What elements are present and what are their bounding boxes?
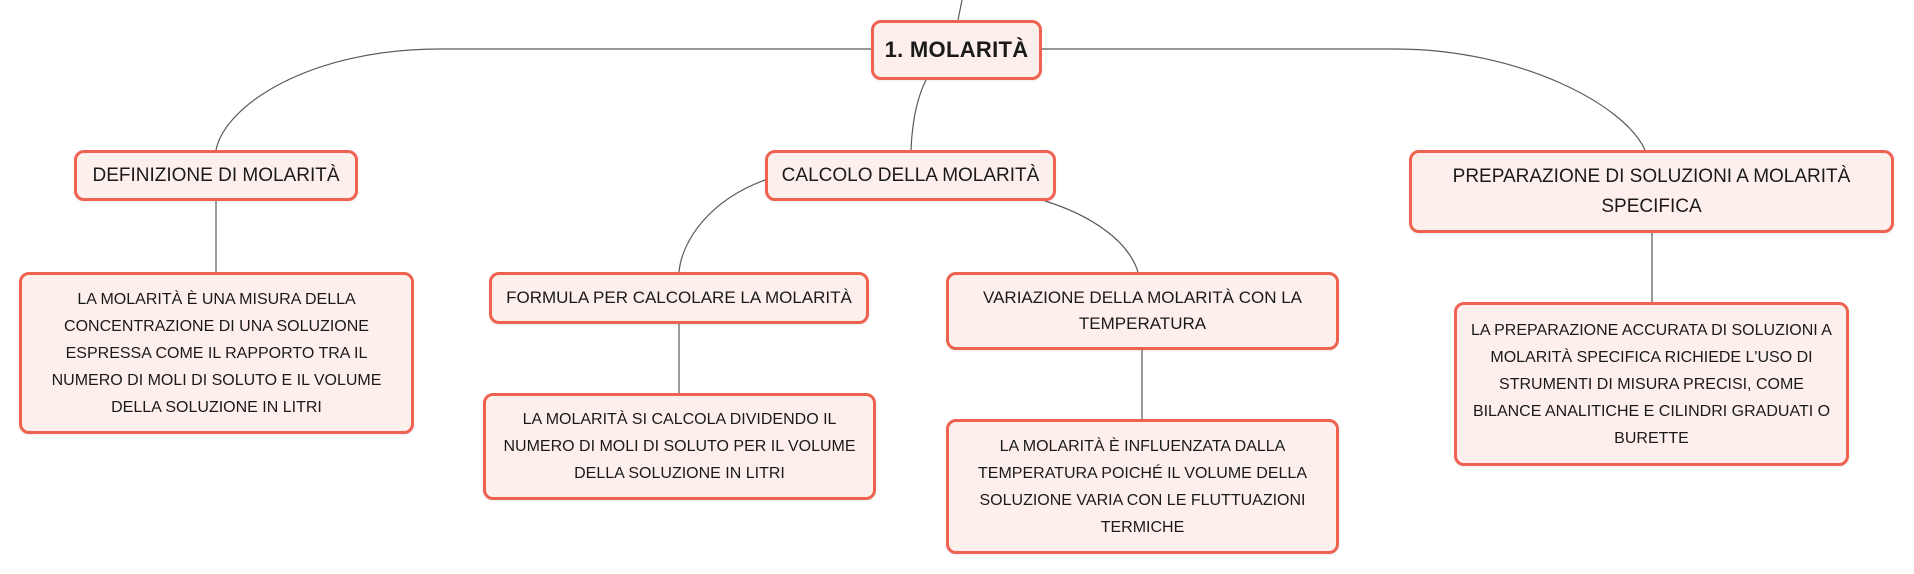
topic-calcolo-label: CALCOLO DELLA MOLARITÀ bbox=[781, 164, 1040, 186]
topic-calcolo[interactable]: CALCOLO DELLA MOLARITÀ bbox=[765, 150, 1056, 201]
topic-preparazione-label: PREPARAZIONE DI SOLUZIONI A MOLARITÀ SPE… bbox=[1452, 165, 1851, 217]
detail-preparazione[interactable]: LA PREPARAZIONE ACCURATA DI SOLUZIONI A … bbox=[1454, 302, 1849, 466]
connector-root-to-calcolo bbox=[910, 79, 927, 151]
connector-root-to-definizione bbox=[215, 48, 871, 151]
connector-calcolo-to-formula bbox=[678, 179, 766, 273]
subtopic-formula[interactable]: FORMULA PER CALCOLARE LA MOLARITÀ bbox=[489, 272, 869, 324]
topic-definizione-label: DEFINIZIONE DI MOLARITÀ bbox=[92, 164, 340, 186]
subtopic-variazione-label: VARIAZIONE DELLA MOLARITÀ CON LA TEMPERA… bbox=[983, 288, 1302, 333]
detail-definizione[interactable]: LA MOLARITÀ È UNA MISURA DELLA CONCENTRA… bbox=[19, 272, 414, 434]
connector-calcolo-to-variazione bbox=[1044, 200, 1139, 273]
subtopic-variazione[interactable]: VARIAZIONE DELLA MOLARITÀ CON LA TEMPERA… bbox=[946, 272, 1339, 350]
detail-variazione[interactable]: LA MOLARITÀ È INFLUENZATA DALLA TEMPERAT… bbox=[946, 419, 1339, 554]
subtopic-formula-label: FORMULA PER CALCOLARE LA MOLARITÀ bbox=[506, 288, 852, 307]
detail-definizione-text: LA MOLARITÀ È UNA MISURA DELLA CONCENTRA… bbox=[51, 290, 382, 416]
topic-preparazione[interactable]: PREPARAZIONE DI SOLUZIONI A MOLARITÀ SPE… bbox=[1409, 150, 1894, 233]
detail-variazione-text: LA MOLARITÀ È INFLUENZATA DALLA TEMPERAT… bbox=[978, 437, 1307, 536]
detail-formula[interactable]: LA MOLARITÀ SI CALCOLA DIVIDENDO IL NUME… bbox=[483, 393, 876, 500]
root-node[interactable]: 1. MOLARITÀ bbox=[871, 20, 1042, 80]
detail-preparazione-text: LA PREPARAZIONE ACCURATA DI SOLUZIONI A … bbox=[1471, 321, 1832, 447]
detail-formula-text: LA MOLARITÀ SI CALCOLA DIVIDENDO IL NUME… bbox=[503, 411, 856, 482]
connector-root-incoming bbox=[957, 0, 963, 21]
root-label: 1. MOLARITÀ bbox=[884, 37, 1029, 62]
connector-root-to-preparazione bbox=[1042, 48, 1646, 151]
topic-definizione[interactable]: DEFINIZIONE DI MOLARITÀ bbox=[74, 150, 358, 201]
